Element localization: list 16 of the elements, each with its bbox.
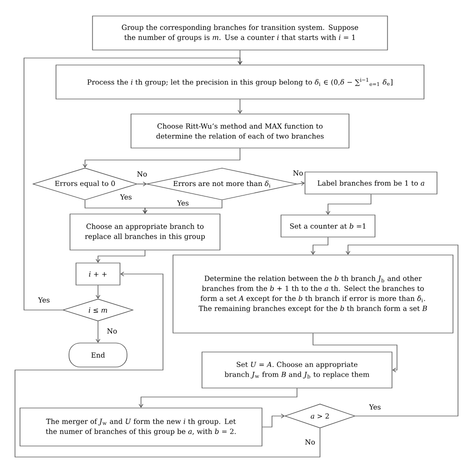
arrow xyxy=(14,272,320,458)
arrow xyxy=(297,181,305,186)
arrow xyxy=(238,99,242,114)
arrow xyxy=(24,58,242,310)
arrow xyxy=(137,182,147,186)
arrow xyxy=(312,333,398,372)
arrow xyxy=(138,388,298,408)
arrow xyxy=(262,414,285,428)
arrow xyxy=(142,200,222,214)
arrow xyxy=(96,250,146,263)
arrow xyxy=(346,244,458,416)
arrow xyxy=(96,285,100,299)
arrow xyxy=(310,237,328,255)
arrow xyxy=(326,194,372,215)
arrow xyxy=(82,148,240,168)
arrow xyxy=(96,321,100,343)
